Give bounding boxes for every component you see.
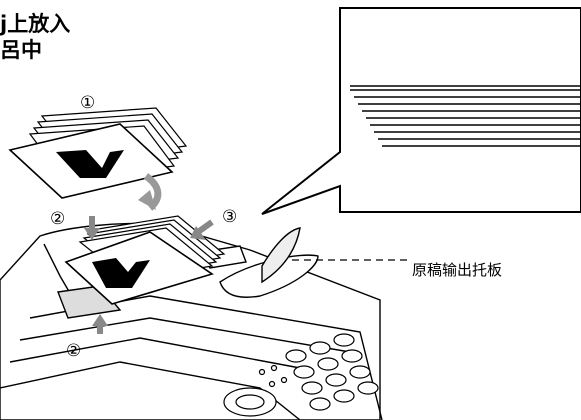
heading-line-1: j上放入 (0, 12, 71, 36)
control-panel-keys (223, 333, 379, 417)
curved-arrow-down (138, 173, 162, 211)
step-number-1: ① (80, 93, 95, 113)
guide-arrow-2-bottom (92, 314, 108, 334)
heading-line-2: 呂中 (0, 38, 42, 62)
guide-arrow-2-top (84, 216, 100, 240)
document-stack-feeder (64, 215, 226, 305)
zoom-callout (261, 7, 581, 215)
stacked-sheets-zoom (350, 85, 581, 147)
step-number-2-bottom: ② (66, 341, 81, 361)
document-stack-top (8, 107, 188, 199)
output-tray-label: 原稿输出托板 (412, 261, 503, 279)
step-number-3: ③ (222, 207, 237, 227)
step-number-2-top: ② (50, 209, 65, 229)
guide-arrow-3 (190, 219, 214, 240)
